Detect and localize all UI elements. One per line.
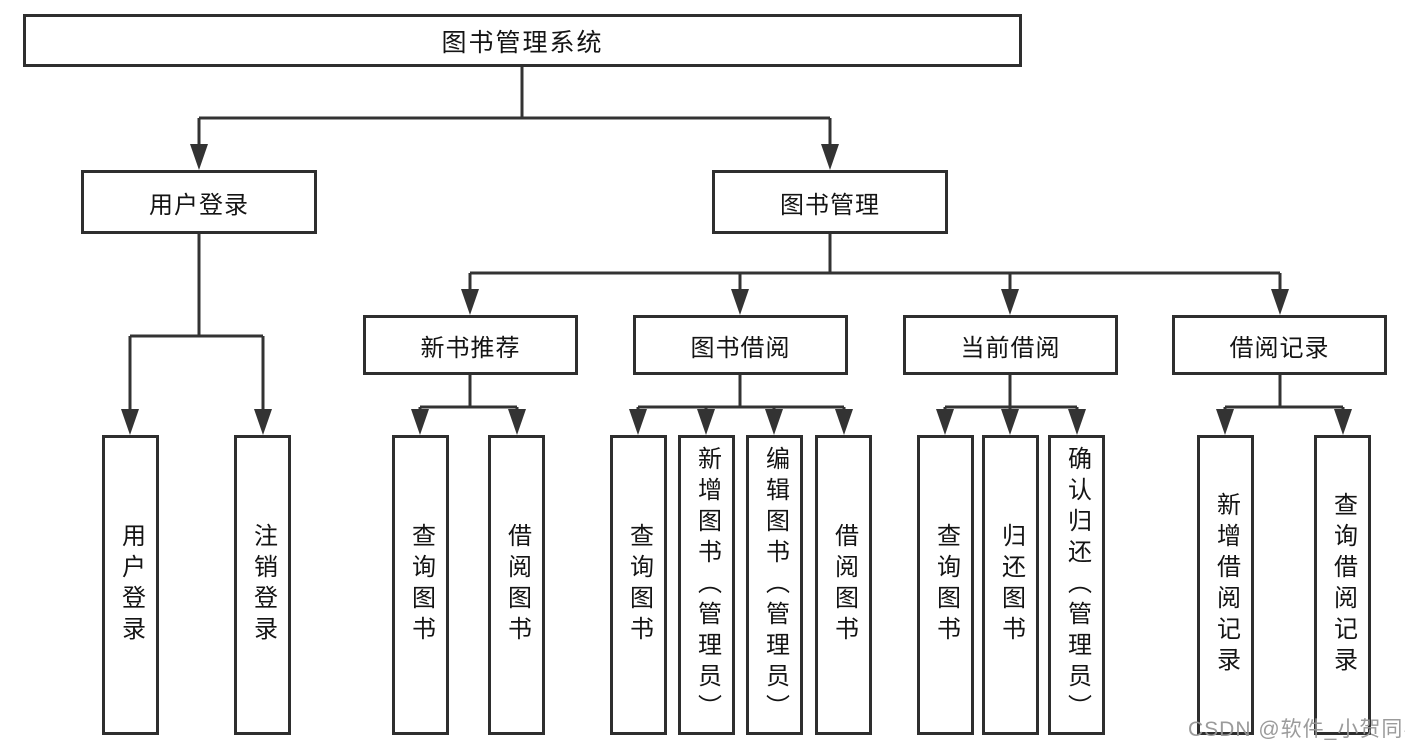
arrow-down-icon: [765, 409, 783, 435]
leaf-label: 编辑图书（管理员）: [761, 445, 789, 725]
connector-line: [1223, 375, 1345, 415]
arrow-down-icon: [629, 409, 647, 435]
leaf-label: 借阅图书: [503, 523, 531, 647]
arrow-down-icon: [821, 144, 839, 170]
arrow-down-icon: [190, 144, 208, 170]
connector-line: [197, 66, 832, 150]
arrow-down-icon: [1001, 289, 1019, 315]
arrow-down-icon: [936, 409, 954, 435]
leaf-confirm-return-admin: 确认归还（管理员）: [1048, 435, 1105, 735]
leaf-label: 借阅图书: [830, 523, 858, 647]
arrow-down-icon: [835, 409, 853, 435]
arrow-down-icon: [411, 409, 429, 435]
arrow-down-icon: [731, 289, 749, 315]
arrow-down-icon: [508, 409, 526, 435]
arrow-down-icon: [697, 409, 715, 435]
arrow-down-icon: [121, 409, 139, 435]
arrow-down-icon: [1001, 409, 1019, 435]
leaf-borrow-books-recommend: 借阅图书: [488, 435, 545, 735]
leaf-label: 查询借阅记录: [1329, 492, 1357, 678]
leaf-query-books-recommend: 查询图书: [392, 435, 449, 735]
leaf-query-books-current: 查询图书: [917, 435, 974, 735]
leaf-label: 确认归还（管理员）: [1063, 445, 1091, 725]
arrow-down-icon: [461, 289, 479, 315]
leaf-label: 用户登录: [117, 523, 145, 647]
arrow-down-icon: [1216, 409, 1234, 435]
leaf-label: 新增借阅记录: [1212, 492, 1240, 678]
node-borrowing-records: 借阅记录: [1172, 315, 1387, 375]
csdn-watermark: CSDN @软件_小贺同学: [1188, 718, 1405, 741]
leaf-logout: 注销登录: [234, 435, 291, 735]
leaf-label: 注销登录: [249, 523, 277, 647]
node-user-login: 用户登录: [81, 170, 317, 234]
leaf-return-books: 归还图书: [982, 435, 1039, 735]
leaf-add-books-admin: 新增图书（管理员）: [678, 435, 735, 735]
connector-line: [418, 375, 519, 415]
node-current-borrowing: 当前借阅: [903, 315, 1118, 375]
leaf-borrow-books: 借阅图书: [815, 435, 872, 735]
leaf-edit-books-admin: 编辑图书（管理员）: [746, 435, 803, 735]
arrow-down-icon: [1068, 409, 1086, 435]
node-new-book-recommendation: 新书推荐: [363, 315, 578, 375]
connector-line: [468, 234, 1282, 295]
node-library-management-system: 图书管理系统: [23, 14, 1022, 67]
leaf-query-books-borrowing: 查询图书: [610, 435, 667, 735]
leaf-label: 查询图书: [932, 523, 960, 647]
node-book-borrowing: 图书借阅: [633, 315, 848, 375]
leaf-label: 归还图书: [997, 523, 1025, 647]
leaf-user-login: 用户登录: [102, 435, 159, 735]
leaf-query-borrow-record: 查询借阅记录: [1314, 435, 1371, 735]
arrow-down-icon: [1271, 289, 1289, 315]
leaf-add-borrow-record: 新增借阅记录: [1197, 435, 1254, 735]
leaf-label: 查询图书: [625, 523, 653, 647]
leaf-label: 查询图书: [407, 523, 435, 647]
connector-line: [128, 234, 265, 415]
node-book-management: 图书管理: [712, 170, 948, 234]
arrow-down-icon: [254, 409, 272, 435]
leaf-label: 新增图书（管理员）: [693, 445, 721, 725]
connector-line: [636, 375, 846, 415]
arrow-down-icon: [1334, 409, 1352, 435]
